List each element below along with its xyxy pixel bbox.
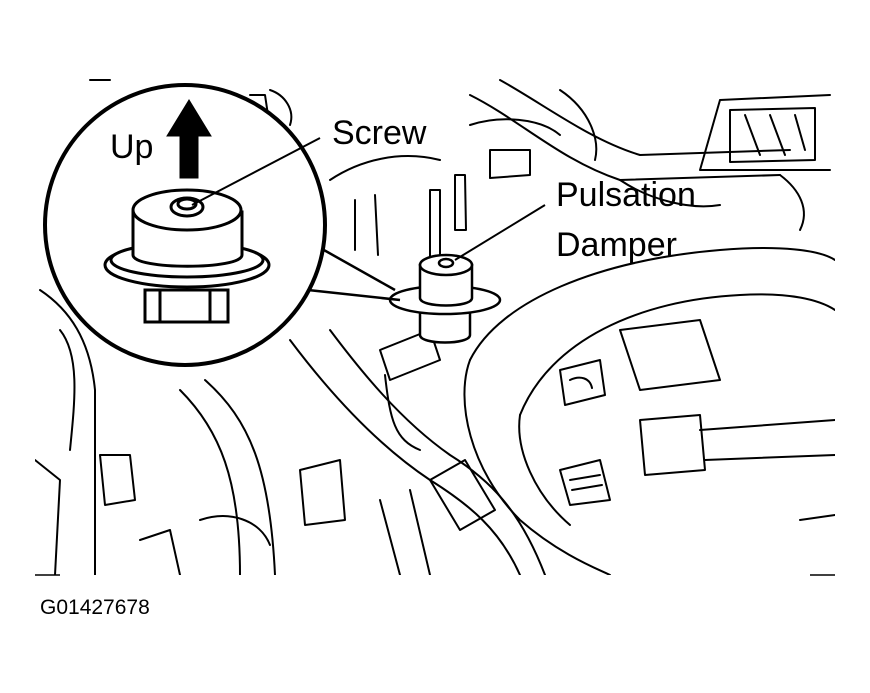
engine-bay-background bbox=[35, 79, 835, 575]
up-label: Up bbox=[110, 128, 154, 166]
damper-leader-line bbox=[454, 204, 546, 261]
screw-label: Screw bbox=[332, 114, 427, 152]
pulsation-damper-part bbox=[388, 253, 502, 344]
pulsation-damper-label-line2: Damper bbox=[556, 226, 677, 264]
leader-lines bbox=[191, 137, 546, 261]
magnifier-circle bbox=[43, 83, 327, 367]
magnifier-connector bbox=[307, 243, 401, 302]
screw-leader-line bbox=[191, 137, 321, 206]
up-arrow-icon bbox=[166, 99, 212, 179]
figure-code: G01427678 bbox=[40, 596, 150, 619]
pulsation-damper-label-line1: Pulsation bbox=[556, 176, 696, 214]
magnified-damper bbox=[103, 188, 271, 324]
